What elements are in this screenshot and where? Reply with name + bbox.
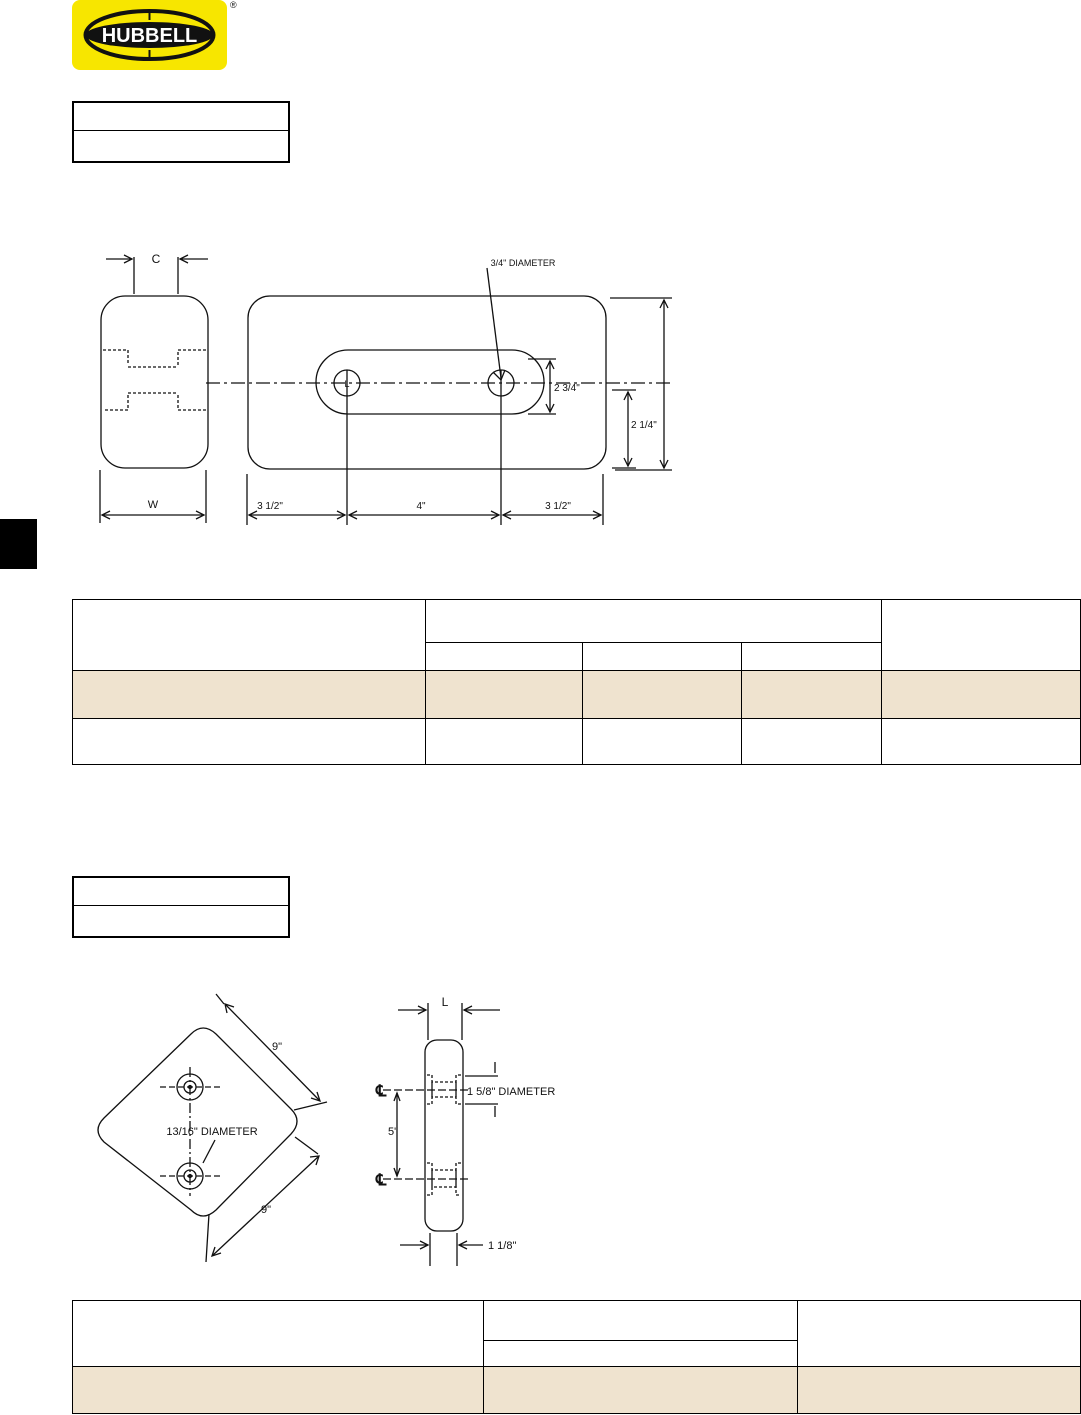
table1-header-cell — [881, 599, 1081, 671]
table-row — [72, 718, 1081, 765]
dim-l-label: L — [442, 995, 449, 1009]
counterbore-label: 1 5/8" DIAMETER — [467, 1086, 555, 1098]
section-tab — [0, 519, 37, 569]
header-box-1 — [72, 101, 290, 163]
spec-table-1 — [72, 599, 1081, 765]
dim-w-label: W — [148, 499, 159, 511]
table-row — [72, 1366, 1081, 1414]
table1-subheader-cell — [582, 642, 743, 671]
table1-header-cell — [424, 599, 883, 643]
table1-subheader-cell — [741, 642, 883, 671]
header-box-2 — [72, 876, 290, 938]
centerline-top: ℄ — [375, 1083, 387, 1100]
slot-height-label: 2 3/4" — [554, 383, 580, 394]
hole-spacing-label: 4" — [416, 501, 426, 512]
centerline-bottom: ℄ — [375, 1172, 387, 1189]
dim-c-label: C — [152, 252, 161, 266]
hole-diameter-label: 3/4" DIAMETER — [491, 258, 556, 268]
center-height-label: 2 1/4" — [631, 420, 657, 431]
spec-table-2 — [72, 1300, 1081, 1414]
figure-1-drawing: C W 3/4" DIAMETER L 2 3/4" 2 1/4" 3 1/2"… — [99, 252, 672, 525]
side-b-label: 9" — [261, 1204, 271, 1216]
hole-diameter-label-2: 13/16" DIAMETER — [166, 1126, 257, 1138]
side-a-label: 9" — [272, 1041, 282, 1053]
centerline-mark: L — [344, 379, 349, 389]
hole-spacing-label-2: 5" — [388, 1126, 398, 1138]
figure-2-drawing: 9" 9" 13/16" DIAMETER L 1 5/8" DIAMETER … — [97, 993, 555, 1266]
registered-mark: ® — [230, 0, 237, 10]
right-offset-label: 3 1/2" — [545, 501, 571, 512]
table1-header-cell — [72, 599, 426, 671]
table1-subheader-cell — [424, 642, 584, 671]
hubbell-logo: HUBBELL — [72, 0, 227, 70]
table2-header-cell — [72, 1300, 484, 1367]
logo-text: HUBBELL — [102, 25, 198, 47]
table2-header-cell — [482, 1300, 799, 1341]
table2-subheader-cell — [482, 1340, 799, 1367]
left-offset-label: 3 1/2" — [257, 501, 283, 512]
table-row — [72, 670, 1081, 719]
web-thickness-label: 1 1/8" — [488, 1240, 516, 1252]
table2-header-cell — [797, 1300, 1081, 1367]
